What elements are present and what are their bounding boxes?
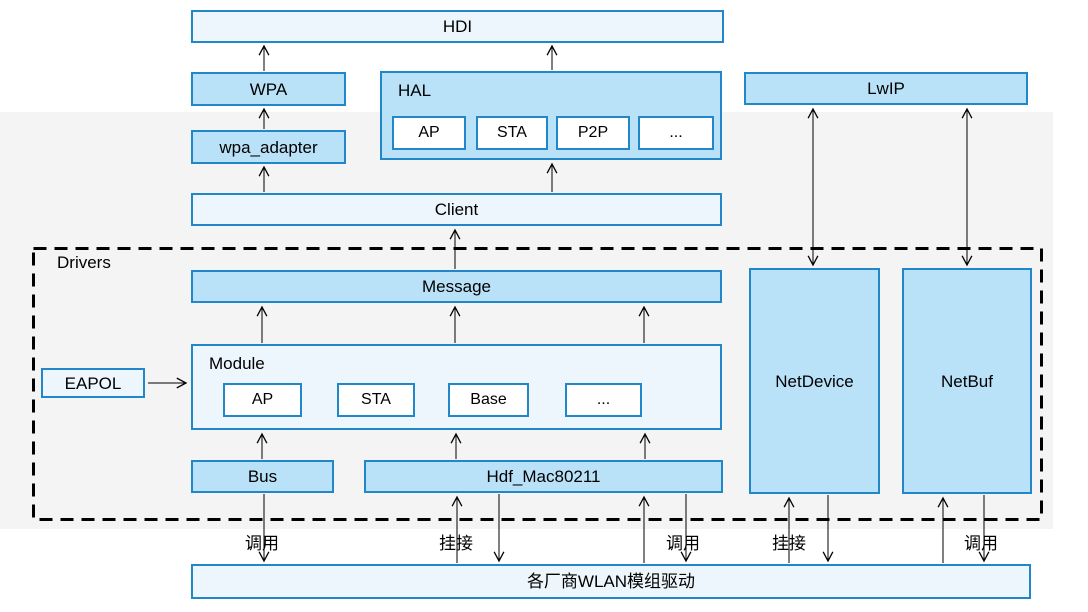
module-label: Module [209, 354, 265, 373]
edge-label-hdf-call: 调用 [666, 534, 700, 553]
eapol-box: EAPOL [41, 368, 145, 398]
wpa-adapter-box: wpa_adapter [191, 130, 346, 164]
wpa-box: WPA [191, 72, 346, 106]
bus-box: Bus [191, 460, 334, 493]
message-box: Message [191, 270, 722, 303]
module-base-box: Base [448, 383, 529, 417]
hdf-mac80211-box: Hdf_Mac80211 [364, 460, 723, 493]
hal-p2p-box: P2P [556, 116, 630, 150]
hal-box: HAL AP STA P2P ... [380, 71, 722, 160]
module-sta-box: STA [337, 383, 415, 417]
hdi-box: HDI [191, 10, 724, 43]
drivers-dashed-frame [32, 247, 1043, 521]
netbuf-box: NetBuf [902, 268, 1032, 494]
hal-label: HAL [398, 81, 432, 100]
hal-more-box: ... [638, 116, 714, 150]
edge-label-hdf-attach: 挂接 [439, 534, 473, 553]
hal-ap-box: AP [392, 116, 466, 150]
module-ap-box: AP [223, 383, 302, 417]
client-box: Client [191, 193, 722, 226]
module-more-box: ... [565, 383, 642, 417]
edge-label-netbuf-call: 调用 [964, 534, 998, 553]
vendor-wlan-driver-box: 各厂商WLAN模组驱动 [191, 564, 1031, 599]
hal-sta-box: STA [476, 116, 548, 150]
module-box: Module AP STA Base ... [191, 344, 722, 430]
netdevice-box: NetDevice [749, 268, 880, 494]
drivers-region-label: Drivers [57, 253, 111, 272]
lwip-box: LwIP [744, 72, 1028, 105]
edge-label-bus-call: 调用 [245, 534, 279, 553]
